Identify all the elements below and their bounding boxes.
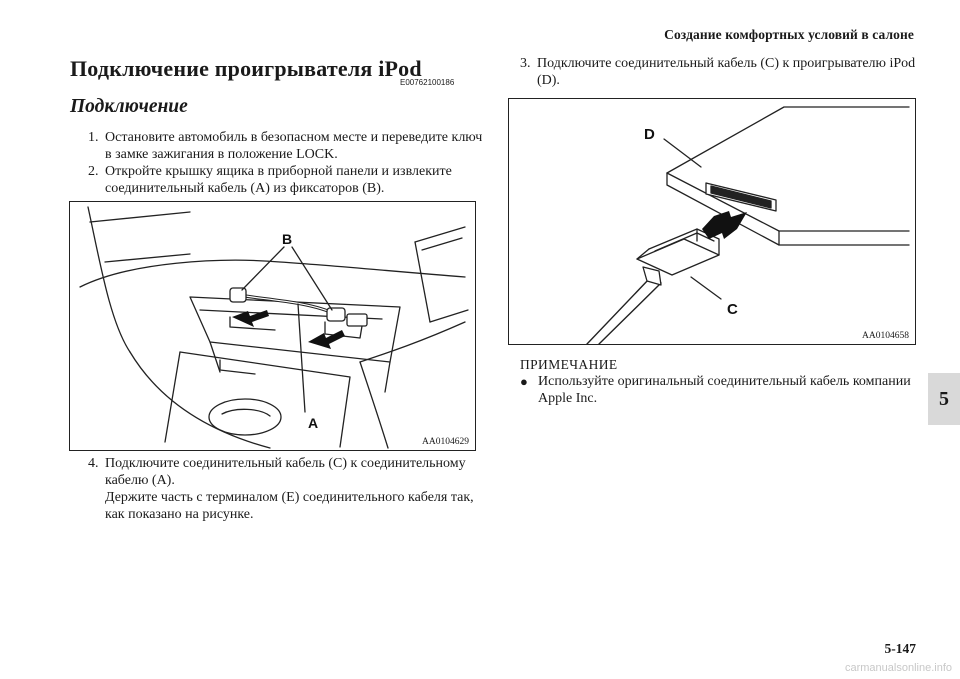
- running-head: Создание комфортных условий в салоне: [664, 27, 914, 42]
- step-4: 4. Подключите соединительный кабель (C) …: [88, 455, 488, 523]
- figure-code-left: AA0104629: [422, 437, 469, 447]
- step-3-number: 3.: [520, 56, 531, 71]
- step-4-number: 4.: [88, 456, 99, 471]
- step-3: 3. Подключите соединительный кабель (C) …: [520, 55, 920, 89]
- page-number: 5-147: [884, 641, 917, 656]
- note-item: ● Используйте оригинальный соединительны…: [520, 373, 920, 407]
- step-1-number: 1.: [88, 130, 99, 145]
- step-1-text: Остановите автомобиль в безопасном месте…: [105, 130, 483, 162]
- label-b: B: [282, 231, 292, 247]
- note-text: Используйте оригинальный соединительный …: [538, 374, 911, 406]
- step-4-hold-text: Держите часть с терминалом (E) соедините…: [105, 490, 474, 522]
- label-a: A: [308, 415, 318, 431]
- section-title: Подключение проигрывателя iPod: [70, 56, 422, 81]
- glovebox-illustration: B A: [79, 206, 469, 449]
- chapter-tab: 5: [928, 373, 960, 425]
- ipod-connection-illustration: D C: [586, 106, 910, 345]
- note-heading: ПРИМЕЧАНИЕ: [520, 357, 618, 372]
- chapter-tab-number: 5: [939, 387, 949, 410]
- subsection-title: Подключение: [70, 96, 188, 117]
- label-d: D: [644, 126, 655, 143]
- step-4-text: Подключите соединительный кабель (C) к с…: [105, 456, 466, 488]
- figure-ipod-connection: D C AA0104658: [508, 98, 916, 345]
- step-2-number: 2.: [88, 164, 99, 179]
- note-bullet: ●: [520, 374, 528, 389]
- document-code: E00762100186: [400, 78, 455, 87]
- step-2: 2. Откройте крышку ящика в приборной пан…: [88, 163, 488, 197]
- figure-code-right: AA0104658: [862, 331, 909, 341]
- label-c: C: [727, 301, 738, 318]
- step-3-text: Подключите соединительный кабель (C) к п…: [537, 56, 916, 88]
- step-2-text: Откройте крышку ящика в приборной панели…: [105, 164, 452, 196]
- step-1: 1. Остановите автомобиль в безопасном ме…: [88, 129, 488, 163]
- watermark: carmanualsonline.info: [844, 662, 952, 674]
- figure-glovebox: B A AA0104629: [69, 201, 476, 451]
